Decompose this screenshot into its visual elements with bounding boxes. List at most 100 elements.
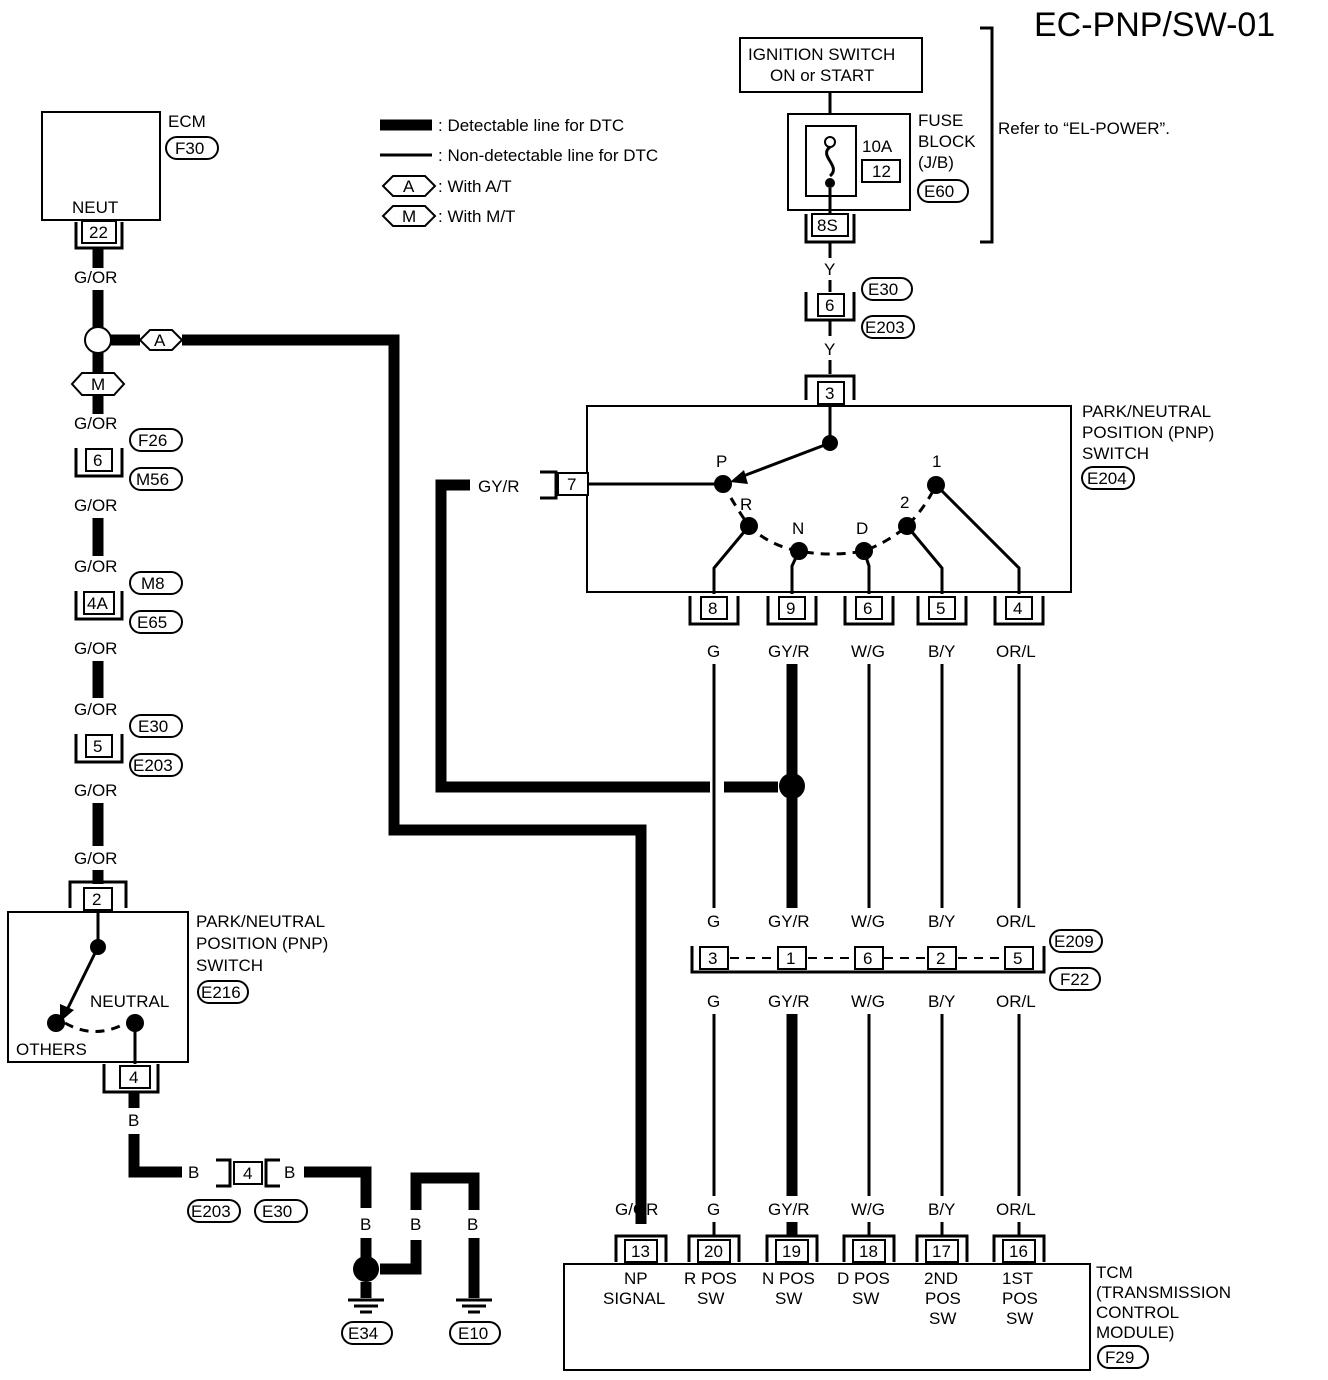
ground-e10: E10 [458,1324,488,1343]
wire-label: GY/R [768,992,810,1011]
side-wire-label: GY/R [478,477,520,496]
pnp-at-bottom: 8 9 6 5 4 G GY/R W/G B/Y OR/L [688,596,1045,908]
legend-mt-text: : With M/T [438,207,515,226]
ignition-switch-box [739,37,923,93]
pnp-at-title-3: SWITCH [1082,444,1149,463]
ecm-connector-badge [165,136,219,160]
pnp-mt-term-top: 2 [92,890,101,909]
ecm-connector: F30 [175,139,204,158]
tcm-title-2: (TRANSMISSION [1096,1283,1231,1302]
refer-text: Refer to “EL-POWER”. [998,119,1170,138]
fuse-title-1: FUSE [918,111,963,130]
pos-p: P [716,452,727,471]
wire-label: GY/R [768,642,810,661]
wire-label: B/Y [928,912,955,931]
tcm-signal: POS [925,1289,961,1308]
tcm-signal: SW [1006,1309,1033,1328]
connector-e30-b: E30 [262,1202,292,1221]
wire-label: OR/L [996,1200,1036,1219]
pnp-at-term-side: 7 [567,475,576,494]
pnp-mt-title-1: PARK/NEUTRAL [196,912,325,931]
pnp-at-term-top: 3 [825,384,834,403]
connector-e30: E30 [138,717,168,736]
wire-gyr-side [435,479,710,793]
connector-m56: M56 [136,470,169,489]
pnp-terminal: 9 [786,599,795,618]
wire-label: G [707,642,720,661]
tcm-signal: R POS [684,1269,737,1288]
connector-e203: E203 [133,756,173,775]
ecm-terminal-box [81,220,117,244]
wire-label: B/Y [928,992,955,1011]
wire-b: B [410,1215,421,1234]
pnp-terminal: 8 [708,599,717,618]
connector-m8: M8 [141,574,165,593]
wire-label: G/OR [74,849,117,868]
ecm-name: ECM [168,112,206,131]
pos-d: D [856,519,868,538]
ecm-terminal: 22 [89,223,108,242]
pnp-terminal: 6 [863,599,872,618]
pnp-mt-others: OTHERS [16,1040,87,1059]
splice-point [84,326,112,354]
left-chain: G/OR A M G/OR 6 F26 M56 G/OR G/OR 4A M8 … [70,248,184,884]
pnp-mt-neutral: NEUTRAL [90,992,169,1011]
pnp-switch-mt: 2 NEUTRAL OTHERS PARK/NEUTRAL POSITION (… [7,880,328,1094]
fuse-number: 12 [872,162,891,181]
pnp-mt-title-2: POSITION (PNP) [196,934,328,953]
fuse-connector: E60 [924,182,954,201]
wire-label: G [707,912,720,931]
wire-goor-to-tcm [182,334,647,1224]
pnp-terminal: 5 [936,599,945,618]
wire-label: OR/L [996,912,1036,931]
wire-label: G/OR [615,1200,658,1219]
tcm-signal: SW [697,1289,724,1308]
tcm-block: G/OR G GY/R W/G B/Y OR/L 13 20 19 18 17 … [563,1200,1231,1371]
wire-label: G/OR [74,414,117,433]
ignition-fuse: IGNITION SWITCH ON or START 10A 12 FUSE … [739,26,1170,244]
top-connector-e30: E30 [868,280,898,299]
wire-label: G/OR [74,700,117,719]
mid-connector-e209: E209 [1054,932,1094,951]
fuse-icon [825,145,835,178]
legend-detectable: : Detectable line for DTC [438,116,624,135]
pnp-at-title-1: PARK/NEUTRAL [1082,402,1211,421]
legend-mt-symbol [381,205,437,227]
tcm-signal: NP [624,1269,648,1288]
mid-terminal: 2 [936,949,945,968]
pnp-at-connector: E204 [1087,469,1127,488]
wire-label: GY/R [768,912,810,931]
legend-non-detectable: : Non-detectable line for DTC [438,146,658,165]
tcm-signal: SW [929,1309,956,1328]
tcm-signal: SW [775,1289,802,1308]
wire-label: G/OR [74,496,117,515]
mid-terminal: 5 [1013,949,1022,968]
wire-label: OR/L [996,992,1036,1011]
tcm-title-3: CONTROL [1096,1303,1179,1322]
tcm-signal: N POS [762,1269,815,1288]
mid-terminal: 3 [708,949,717,968]
legend-at-text: : With A/T [438,177,512,196]
connector-5: 5 [93,737,102,756]
pnp-mt-title-3: SWITCH [196,956,263,975]
wire-label: G/OR [74,781,117,800]
ground-splice [353,1256,379,1282]
tcm-signal: 1ST [1002,1269,1033,1288]
tcm-title-4: MODULE) [1096,1323,1174,1342]
ecm-block: ECM F30 NEUT 22 [41,111,219,250]
tcm-title-1: TCM [1096,1263,1133,1282]
mid-connector: G GY/R W/G B/Y OR/L 3 1 6 2 5 E209 F22 G… [690,912,1103,1196]
legend-at-symbol [381,175,437,197]
connector-f26: F26 [138,431,167,450]
tcm-box [563,1263,1091,1371]
wire-label: G [707,1200,720,1219]
wire-label: W/G [851,912,885,931]
wire-label: B/Y [928,1200,955,1219]
tcm-terminal: 19 [782,1242,801,1261]
wire-b: B [128,1111,139,1130]
pos-n: N [792,519,804,538]
mt-marker [70,372,126,396]
tcm-terminal: 16 [1009,1242,1028,1261]
ignition-line-1: IGNITION SWITCH [748,45,895,64]
